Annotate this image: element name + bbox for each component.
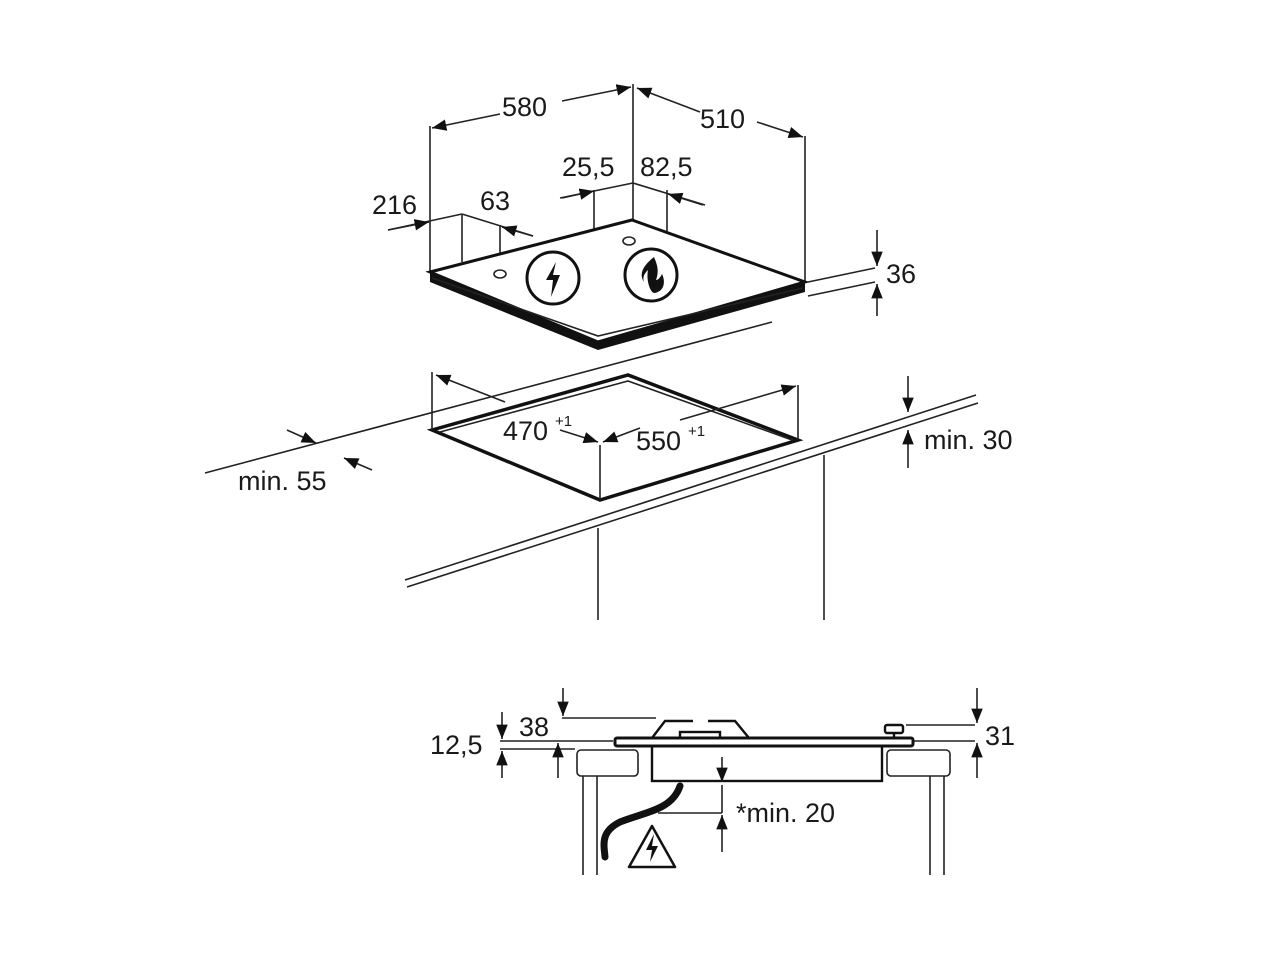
electric-zone-icon xyxy=(525,250,581,306)
worktop-cutout-view: 470 +1 550 +1 min. 55 min. 30 xyxy=(204,321,1013,620)
dim-back-offset-2: 82,5 xyxy=(640,152,693,182)
dim-plate-height: 12,5 xyxy=(430,730,483,760)
dim-left-offset-2: 63 xyxy=(480,186,510,216)
dim-cutout-depth-tolerance: +1 xyxy=(555,413,572,430)
dim-height: 36 xyxy=(886,259,916,289)
dim-bottom-clearance: *min. 20 xyxy=(736,798,835,828)
dim-back-offset-1: 25,5 xyxy=(562,152,615,182)
dim-burner-height: 38 xyxy=(519,712,549,742)
dim-depth: 510 xyxy=(700,104,745,134)
dim-cutout-width: 550 xyxy=(636,426,681,456)
dim-width: 580 xyxy=(502,92,547,122)
dim-cutout-depth: 470 xyxy=(503,416,548,446)
electric-hazard-icon xyxy=(627,824,677,869)
dim-cutout-width-tolerance: +1 xyxy=(688,423,705,440)
hob-top-view: 580 510 25,5 82,5 216 63 xyxy=(372,84,916,350)
dim-front-clearance: min. 55 xyxy=(238,466,327,496)
dim-knob-height: 31 xyxy=(985,721,1015,751)
gas-flame-icon xyxy=(623,247,679,303)
dim-back-clearance: min. 30 xyxy=(924,425,1013,455)
dim-left-offset: 216 xyxy=(372,190,417,220)
section-view: 12,5 38 31 *min. 20 xyxy=(430,688,1015,875)
